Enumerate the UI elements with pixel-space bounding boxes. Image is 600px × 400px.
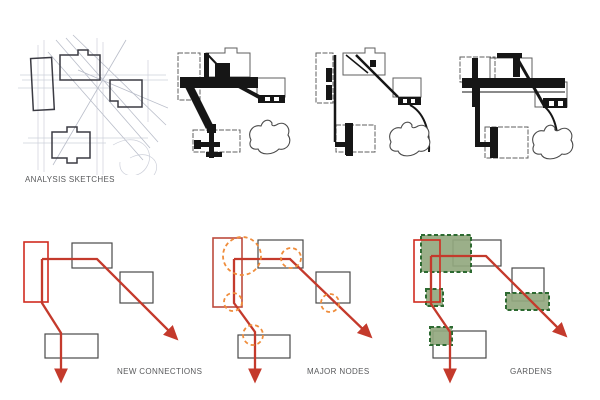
pond-blob (249, 119, 291, 155)
connection-paths (232, 257, 373, 384)
panel-figure-ground-1 (177, 40, 302, 170)
figure-ground-3-drawing (459, 53, 574, 160)
main-black-band (462, 78, 565, 88)
building-outlines (237, 239, 351, 359)
pond-blob (532, 124, 574, 160)
pond-blob (389, 121, 431, 157)
sketch-buildings (29, 49, 143, 164)
building-outlines (44, 242, 154, 359)
new-connections-drawing (23, 241, 179, 384)
main-black-band (180, 77, 258, 88)
figure-ground-1-drawing (177, 47, 291, 158)
figure-ground-2-drawing (315, 47, 431, 157)
connection-arrow-diagonal (234, 257, 373, 339)
major-nodes-label: MAJOR NODES (307, 367, 370, 376)
new-connections-label: NEW CONNECTIONS (117, 367, 203, 376)
major-node-circle (223, 292, 243, 312)
connection-paths (40, 257, 179, 384)
connection-arrow-diagonal (431, 254, 568, 338)
gardens-drawing (413, 234, 568, 384)
garden-zone (420, 234, 472, 273)
new-building-red-outline (23, 241, 49, 303)
sketch-building-bottom (51, 126, 91, 164)
sketch-building-tall (29, 56, 56, 112)
band-windows (549, 101, 563, 106)
sketch-diagonal-lines (47, 34, 168, 166)
sketch-building-top (59, 49, 101, 81)
new-building-red-outline (413, 239, 441, 303)
analysis-sketch-drawing (18, 34, 168, 175)
connection-paths (429, 254, 568, 384)
garden-zones (420, 234, 550, 346)
diagram-major-nodes (205, 228, 405, 393)
connection-arrow-diagonal (42, 257, 179, 341)
band-windows (265, 97, 279, 101)
panel-figure-ground-2 (313, 40, 448, 170)
sketch-building-right (109, 79, 143, 108)
major-nodes-drawing (212, 236, 373, 384)
panel-analysis-sketch (18, 30, 168, 175)
diagram-gardens (405, 228, 600, 393)
connection-arrow-down (40, 259, 68, 384)
gardens-label: GARDENS (510, 367, 553, 376)
major-node-circle (320, 293, 340, 313)
node-circles (222, 236, 340, 346)
major-node-circle (222, 236, 262, 276)
major-node-circle (280, 247, 302, 269)
new-building-red-outline (212, 237, 243, 308)
band-windows (403, 99, 415, 103)
garden-zone (505, 292, 550, 311)
analysis-sketches-label: ANALYSIS SKETCHES (25, 175, 115, 184)
major-node-circle (242, 324, 264, 346)
plan-solids (462, 53, 567, 158)
sketch-guide-lines (18, 38, 168, 175)
connection-arrow-down (429, 256, 457, 384)
garden-zone (429, 326, 453, 346)
diagram-new-connections (10, 228, 210, 393)
plan-links (207, 54, 262, 100)
panel-figure-ground-3 (455, 40, 595, 170)
plan-solids (326, 60, 421, 156)
connection-arrow-down (232, 259, 262, 384)
